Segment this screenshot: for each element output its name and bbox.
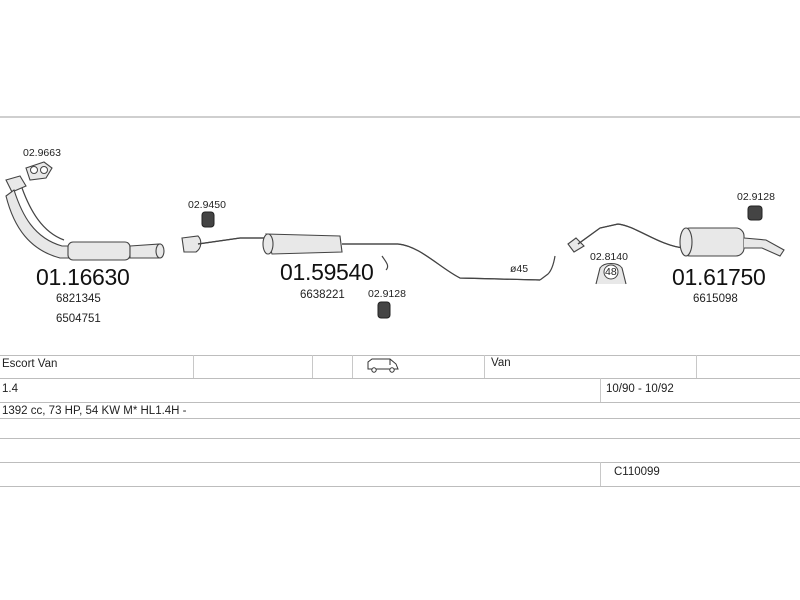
label-6504751: 6504751 xyxy=(56,313,101,325)
engine-cell: 1.4 xyxy=(2,383,18,395)
label-01-61750: 01.61750 xyxy=(672,264,766,290)
label-6615098: 6615098 xyxy=(693,293,738,305)
hanger-02-9128-rear-icon xyxy=(747,205,763,221)
code-cell: C110099 xyxy=(614,466,660,478)
label-pipe-diameter: ø45 xyxy=(510,263,528,275)
col-line xyxy=(193,355,194,378)
label-01-59540: 01.59540 xyxy=(280,259,374,285)
table-line xyxy=(0,355,800,356)
top-divider xyxy=(0,116,800,118)
van-icon xyxy=(366,357,400,376)
col-line xyxy=(600,378,601,402)
label-02-9128-middle: 02.9128 xyxy=(368,288,406,300)
label-02-9663: 02.9663 xyxy=(23,147,61,159)
front-pipe-icon xyxy=(5,175,165,261)
rear-silencer-icon xyxy=(567,223,785,257)
col-line xyxy=(600,462,601,486)
model-cell: Escort Van xyxy=(2,358,58,370)
col-line xyxy=(312,355,313,378)
table-line xyxy=(0,378,800,379)
gasket-02-9663-icon xyxy=(25,161,53,181)
details-cell: 1392 cc, 73 HP, 54 KW M* HL1.4H - xyxy=(2,405,187,417)
label-clamp-size: 48 xyxy=(605,266,617,278)
label-02-9128-rear: 02.9128 xyxy=(737,191,775,203)
table-line xyxy=(0,486,800,487)
label-02-8140: 02.8140 xyxy=(590,251,628,263)
table-line xyxy=(0,438,800,439)
col-line xyxy=(696,355,697,378)
table-line xyxy=(0,402,800,403)
col-line xyxy=(484,355,485,378)
table-line xyxy=(0,418,800,419)
body-type-cell: Van xyxy=(491,357,511,369)
label-6638221: 6638221 xyxy=(300,289,345,301)
label-02-9450: 02.9450 xyxy=(188,199,226,211)
hanger-02-9128-middle-icon xyxy=(377,301,391,319)
col-line xyxy=(352,355,353,378)
label-6821345: 6821345 xyxy=(56,293,101,305)
middle-silencer-icon xyxy=(181,233,556,281)
label-01-16630: 01.16630 xyxy=(36,264,130,290)
ring-02-9450-icon xyxy=(201,211,215,228)
table-line xyxy=(0,462,800,463)
exhaust-diagram: 02.9663 01.16630 6821345 6504751 02.9450… xyxy=(5,147,785,325)
clamp-02-8140-icon: 48 xyxy=(595,262,627,285)
years-cell: 10/90 - 10/92 xyxy=(606,383,674,395)
